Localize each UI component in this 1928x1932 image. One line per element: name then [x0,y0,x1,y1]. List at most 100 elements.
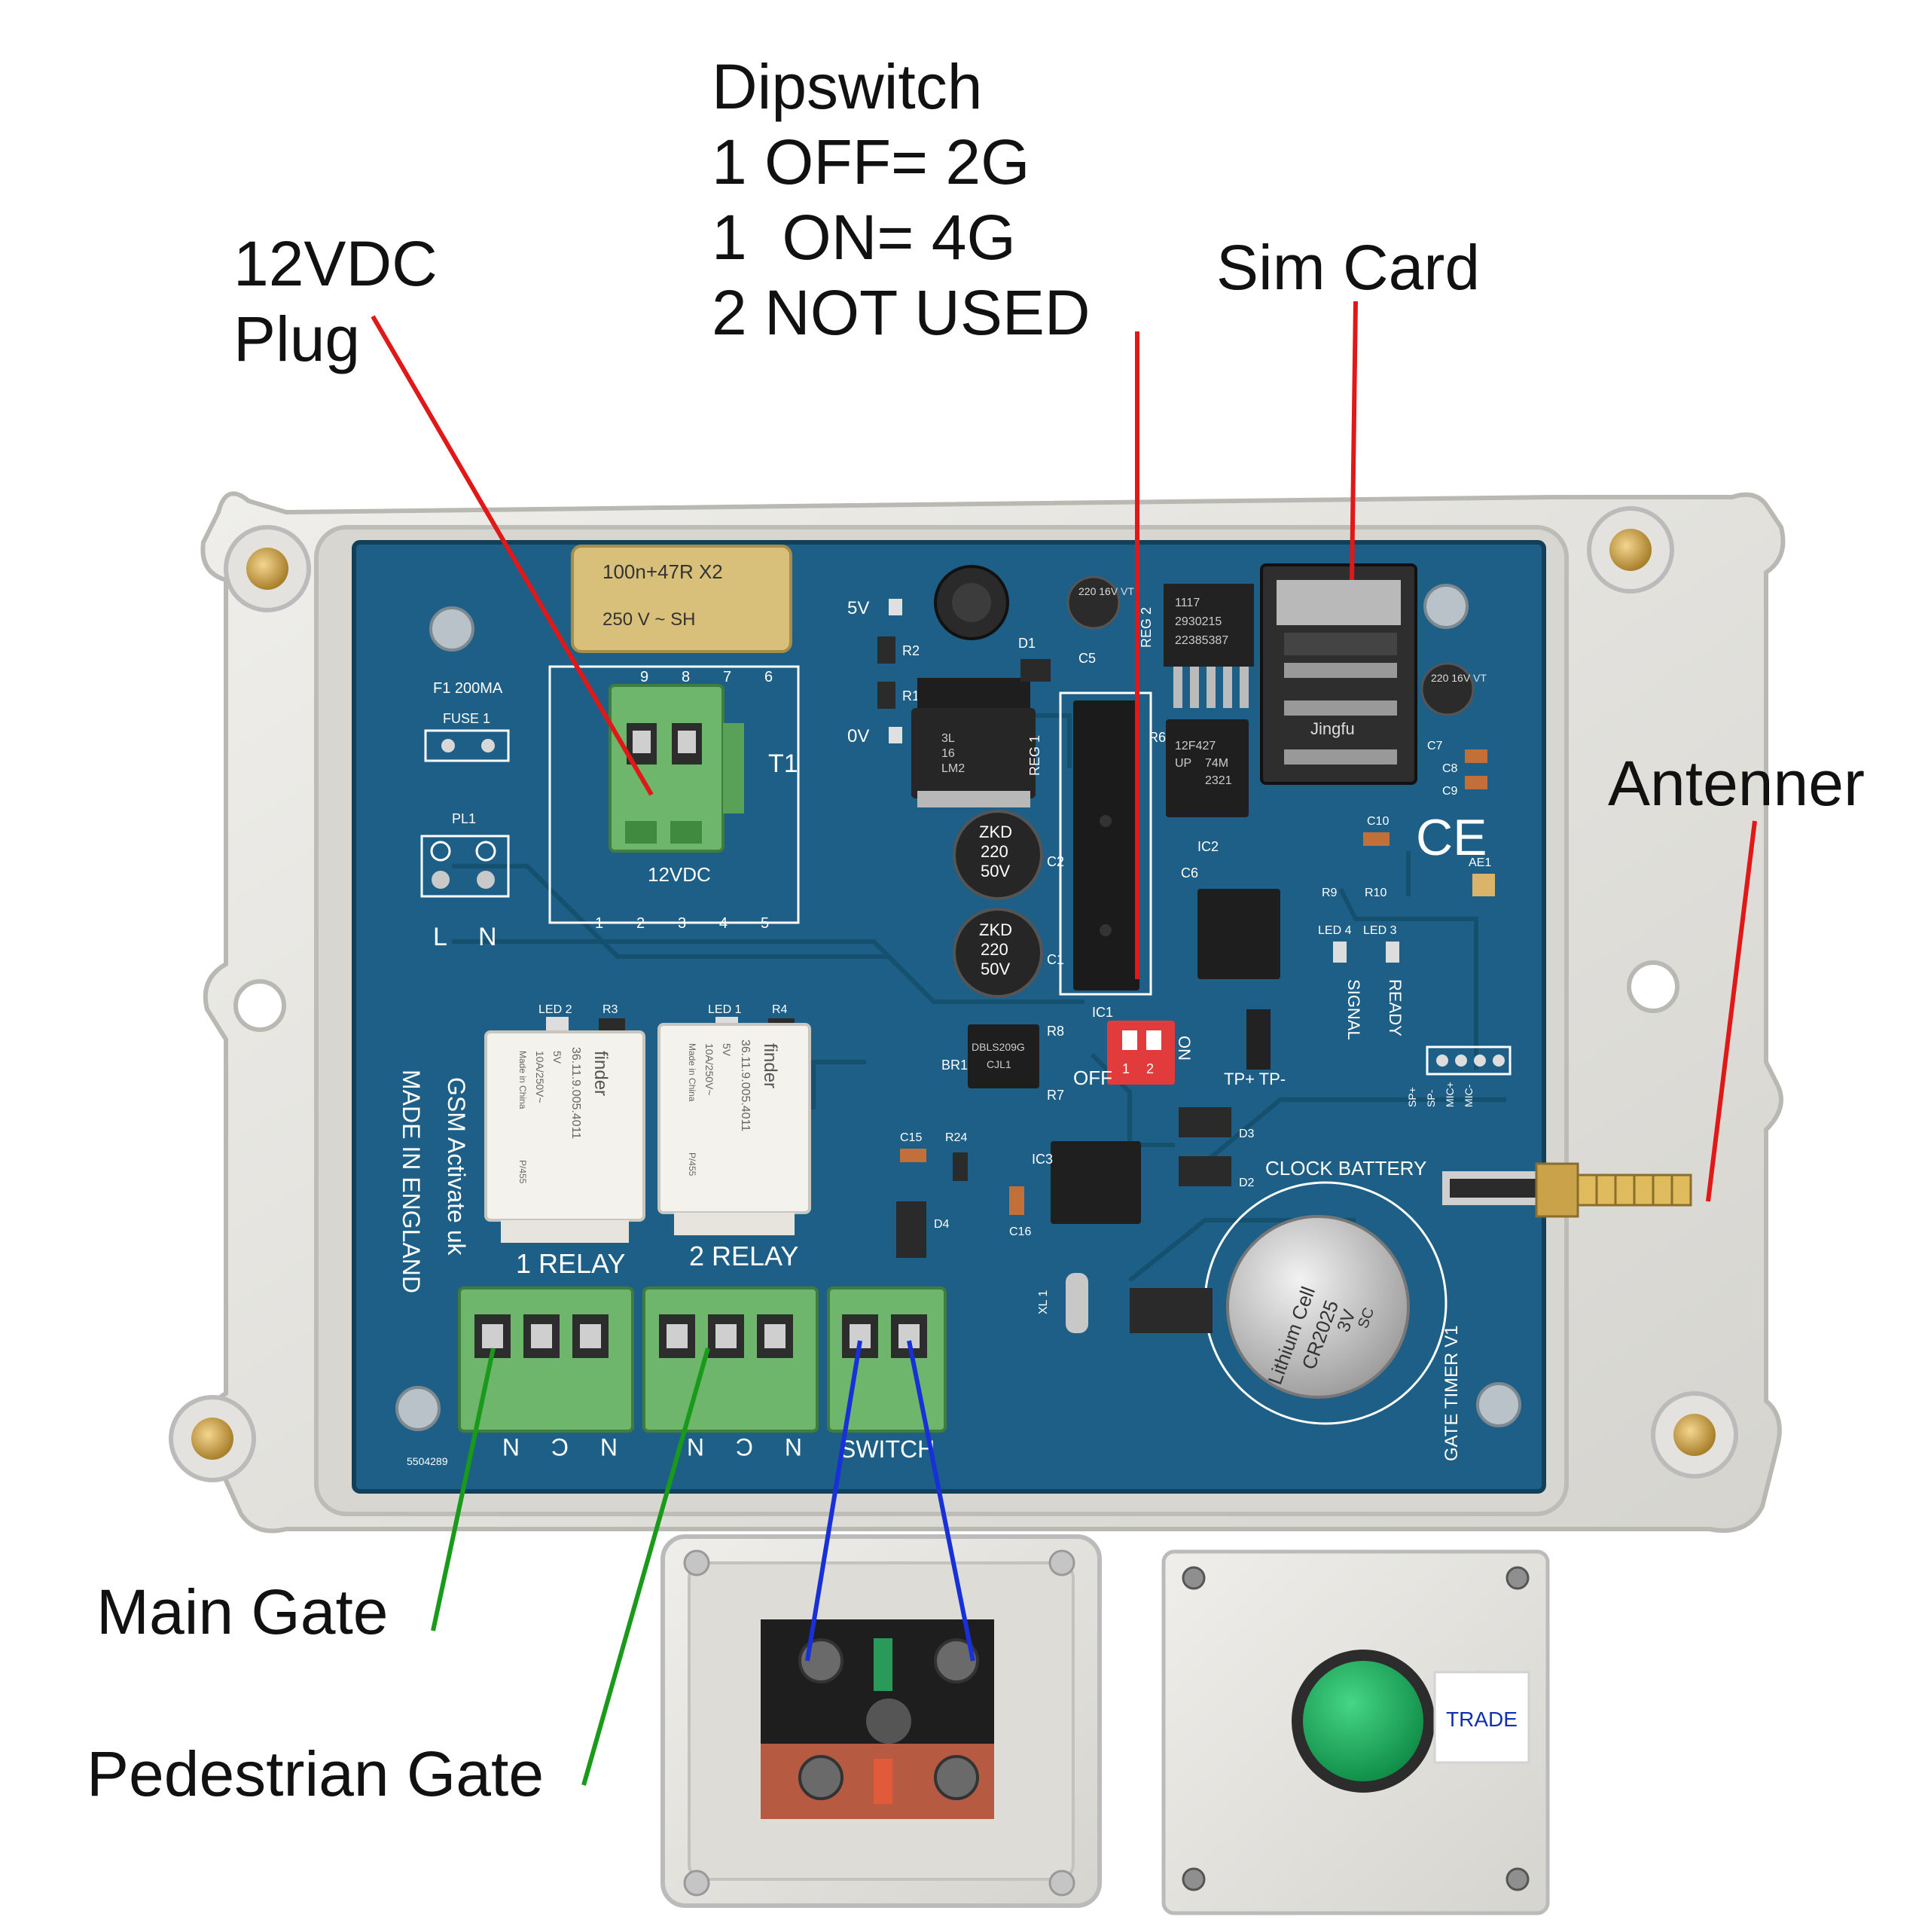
r10-label: R10 [1365,887,1387,899]
relay1-spec-3: Made in China [517,1051,528,1109]
c1-label: C1 [1047,952,1064,967]
l-label: L [433,923,447,951]
dip-2-label: 2 [1146,1061,1154,1076]
sim-pointer-line [1350,301,1358,581]
dipswitch-callout-line-2: 1 OFF= 2G [712,127,1030,197]
dip-switch: ON OFF 1 2 TP+ TP- R8 R7 [1047,1009,1286,1103]
ic2-label: IC2 [1197,839,1219,854]
microcontroller: IC1 [1059,691,1152,1020]
eeprom-chip-text-3: 74M [1205,757,1228,770]
relay2-spec-2: 10A/250V~ [703,1043,715,1096]
eeprom-chip-text-1: 12F427 [1175,740,1216,752]
reg1-chip-text-1: 3L [941,732,955,745]
plug-callout-line-1: 12VDC [233,228,438,299]
relay1-spec-1: 5V [551,1051,563,1064]
pin-label-4: 4 [719,915,728,932]
mic-pin-sp-plus: SP+ [1406,1087,1418,1107]
x2-capacitor-top-text: 100n+47R X2 [602,560,723,583]
bridge-rectifier: DBLS209G CJL1 BR1 [941,1024,1039,1088]
pl2-mark-2: C [551,1433,569,1460]
terminal-block-pl2: PL2 N C N [458,1284,634,1460]
reg2-chip-text-2: 2930215 [1175,615,1222,628]
cap1-text-3: 50V [981,862,1010,881]
clock-battery-label: CLOCK BATTERY [1265,1157,1426,1180]
switch-wire-1 [805,1340,862,1662]
dip-on-label: ON [1175,1036,1194,1061]
reg1-label: REG 1 [1027,735,1042,776]
mic-pin-sp-minus: SP- [1425,1089,1437,1107]
label-r2: R2 [902,643,920,658]
clock-battery: CLOCK BATTERY Lithium Cell CR2025 3V SC … [1130,1157,1462,1461]
c10-label: C10 [1367,815,1389,828]
relay2-code: P/455 [687,1152,697,1177]
d3-label: D3 [1239,1128,1255,1140]
dc-plug-label: 12VDC [648,863,711,886]
ic3-label: IC3 [1032,1152,1053,1167]
relay1-label: 1 RELAY [516,1248,625,1279]
main-gate-pointer-line [431,1348,496,1631]
gsm-activate-label: GSM Activate uk [443,1077,470,1256]
c8-label: C8 [1442,762,1458,775]
gate-timer-label: GATE TIMER V1 [1441,1326,1462,1461]
plug-callout-line-2: Plug [233,304,361,374]
led1-label: LED 1 [708,1003,742,1016]
open-switch-box [660,1534,1102,1908]
pedestrian-gate-pointer-line [581,1348,710,1786]
relay2-model: 36.11.9.005.4011 [739,1039,752,1131]
small-cap-text-1: 220 16V VT [1078,585,1134,597]
annotation-lines [371,301,1757,1786]
label-5v: 5V [847,598,869,618]
c5-label: C5 [1078,651,1096,666]
ae1-label: AE1 [1469,856,1491,869]
pl2-mark-1: N [502,1433,520,1460]
ic1-label: IC1 [1092,1005,1113,1020]
br1-chip-text-2: CJL1 [987,1058,1011,1070]
relay1-spec-2: 10A/250V~ [534,1051,546,1103]
dip-1-label: 1 [1122,1061,1130,1076]
r7-label: R7 [1047,1088,1064,1103]
relay2-brand: finder [760,1043,780,1088]
fuse-rating: F1 200MA [433,680,503,697]
clock-ic: IC3 C15 R24 C16 D4 XL 1 D3 D2 [896,1107,1255,1333]
relay1-model: 36.11.9.005.4011 [569,1047,582,1139]
power-regulator-area: 5V 0V R2 R1 3L 16 LM2 REG 1 D1 220 16V V… [847,565,1487,807]
switch-label: SWITCH [840,1436,935,1463]
push-button-box: TRADE [1161,1549,1550,1915]
bulk-capacitors: ZKD 220 50V ZKD 220 50V C2 C1 [953,810,1064,998]
cap1-text-2: 220 [981,842,1008,861]
transformer-area: T1 9 8 7 6 1 2 3 4 5 [548,665,800,932]
transformer-label: T1 [768,749,798,778]
trade-label: TRADE [1446,1708,1518,1731]
signal-label: SIGNAL [1344,979,1363,1040]
ce-mark: CE [1416,809,1487,866]
mic-pin-mic-plus: MIC+ [1444,1082,1456,1107]
reg2-chip-text-3: 22385387 [1175,634,1228,647]
antenna-connector [1442,1162,1692,1218]
mic-pin-mic-minus: MIC- [1463,1084,1475,1107]
d4-label: D4 [934,1218,950,1231]
c15-label: C15 [900,1131,922,1144]
r3-label: R3 [602,1003,618,1016]
pl3-mark-2: C [736,1433,753,1460]
fuse-area: F1 200MA FUSE 1 PL1 L N [420,680,510,951]
pedestrian-gate-callout: Pedestrian Gate [87,1738,545,1809]
pin-label-8: 8 [682,669,690,685]
led2-label: LED 2 [538,1003,572,1016]
label-r1: R1 [902,688,920,704]
c2-label: C2 [1047,854,1064,869]
antenna-pointer-line [1706,820,1757,1202]
pin-label-9: 9 [640,669,648,685]
pl1-label: PL1 [452,811,476,826]
pin-label-7: 7 [723,669,731,685]
tp-label: TP+ TP- [1224,1070,1286,1088]
relay2-spec-3: Made in China [687,1043,697,1102]
relay2-spec-1: 5V [721,1043,733,1057]
eeprom-chip-text-4: 2321 [1205,774,1232,787]
x2-capacitor: 100n+47R X2 250 V ~ SH [571,545,792,653]
main-gate-callout: Main Gate [96,1576,389,1647]
dip-off-label: OFF [1073,1067,1112,1089]
serial-label: 5504289 [407,1455,448,1467]
pin-label-6: 6 [764,669,773,685]
